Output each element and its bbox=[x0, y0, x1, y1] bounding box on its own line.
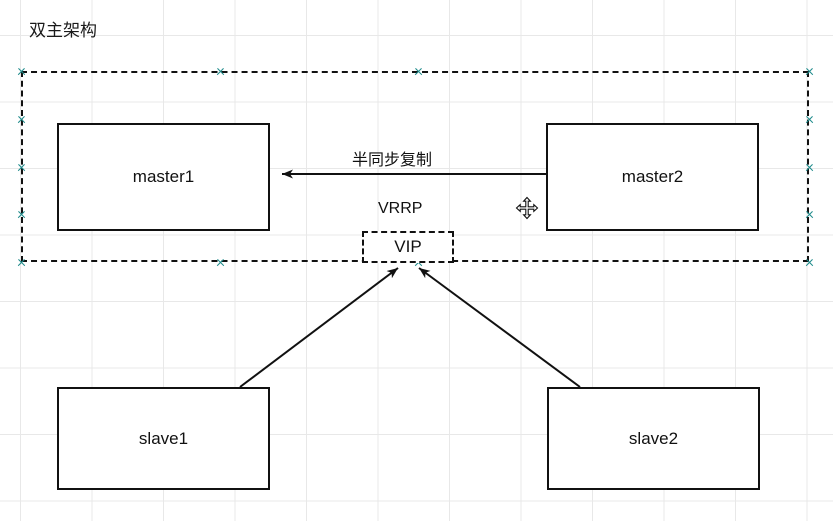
page-title: 双主架构 bbox=[29, 21, 97, 40]
node-vip[interactable]: VIP bbox=[362, 231, 454, 263]
node-slave1[interactable]: slave1 bbox=[57, 387, 270, 490]
edge-slave1-to-vip bbox=[239, 267, 399, 388]
edge-label-semisync-replication: 半同步复制 bbox=[352, 152, 433, 169]
node-master1[interactable]: master1 bbox=[57, 123, 270, 231]
node-master2[interactable]: master2 bbox=[546, 123, 759, 231]
edge-slave2-to-vip bbox=[418, 267, 581, 388]
node-slave2[interactable]: slave2 bbox=[547, 387, 760, 490]
edge-label-vrrp: VRRP bbox=[378, 200, 423, 217]
